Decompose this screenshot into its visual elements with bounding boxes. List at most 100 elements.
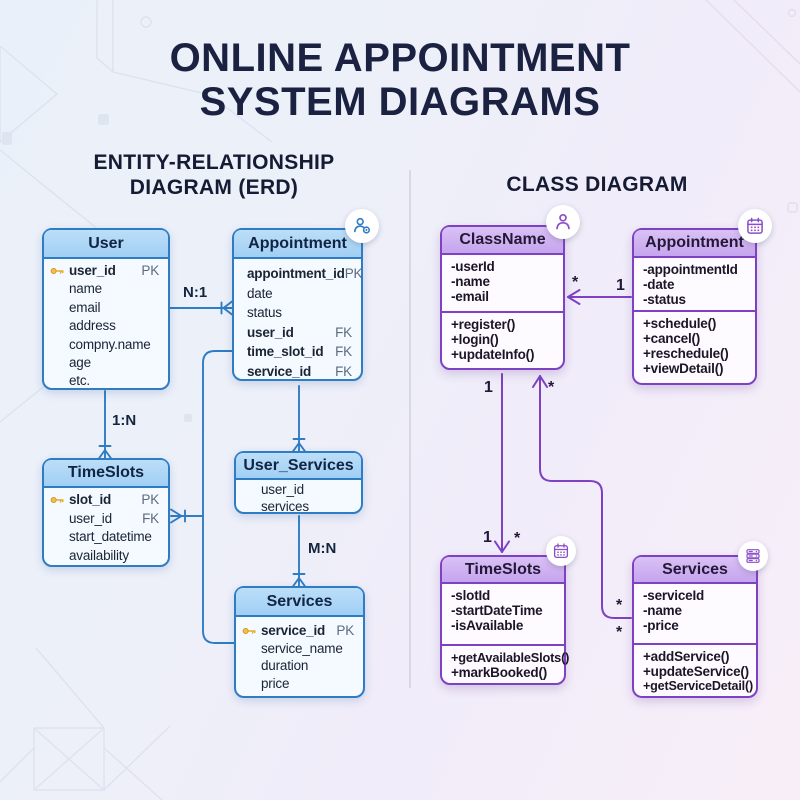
erd-entity-user-services: User_Services user_id services (234, 451, 363, 514)
erd-field: name (44, 280, 168, 298)
erd-field: date (234, 284, 361, 304)
erd-field: user_id (236, 482, 361, 499)
class-appointment-title: Appointment (634, 230, 755, 258)
class-attribute: -slotId (451, 588, 491, 603)
erd-field: start_datetime (44, 528, 168, 547)
erd-section-heading: ENTITY-RELATIONSHIP DIAGRAM (ERD) (28, 150, 400, 200)
class-method: +getAvailableSlots() (451, 650, 570, 665)
erd-appointment-badge (345, 209, 379, 243)
class-method: +login() (451, 331, 499, 347)
calendar-icon (553, 543, 569, 559)
erd-field: service_name (236, 640, 363, 658)
class-attribute: -name (643, 603, 682, 618)
field-name: appointment_id (247, 266, 345, 281)
erd-field: status (234, 303, 361, 323)
field-name: availability (69, 547, 129, 563)
field-name: start_datetime (69, 529, 152, 545)
class-classname: ClassName -userId -name -email +register… (440, 225, 565, 370)
erd-field: email (44, 299, 168, 317)
class-classname-attributes: -userId -name -email (442, 255, 563, 311)
erd-field: age (44, 354, 168, 372)
erd-field: slot_id PK (44, 491, 168, 510)
erd-field: availability (44, 547, 168, 566)
key-icon (50, 497, 64, 504)
key-icon (242, 627, 256, 634)
erd-entity-user: User user_id PK name email address compn… (42, 228, 170, 390)
erd-label-n1: N:1 (183, 284, 208, 301)
class-method: +register() (451, 316, 516, 332)
erd-field: price (236, 675, 363, 693)
erd-entity-appointment-title: Appointment (234, 230, 361, 259)
erd-label-mn: M:N (308, 540, 337, 557)
class-timeslots: TimeSlots -slotId -startDateTime -isAvai… (440, 555, 570, 685)
class-method: +reschedule() (643, 346, 729, 361)
mult-classname-services-star: * (548, 379, 555, 396)
class-timeslots-title: TimeSlots (442, 557, 564, 584)
field-name: email (69, 299, 101, 315)
erd-label-1n: 1:N (112, 412, 137, 429)
class-services-attributes: -serviceId -name -price (634, 584, 756, 643)
class-attribute: -appointmentId (643, 262, 738, 277)
class-attribute: -isAvailable (451, 618, 524, 633)
field-name: price (261, 675, 290, 691)
class-classname-title: ClassName (442, 227, 563, 255)
class-classname-methods: +register() +login() +updateInfo() (442, 310, 563, 369)
field-name: name (69, 281, 102, 297)
class-appointment-badge (738, 209, 772, 243)
field-name: services (261, 498, 309, 514)
erd-entity-user-title: User (44, 230, 168, 259)
field-name: service_name (261, 640, 343, 656)
class-attribute: -status (643, 292, 686, 307)
field-tag: PK (141, 263, 159, 278)
erd-entity-services: Services service_id PK service_name dura… (234, 586, 365, 698)
class-attribute: -price (643, 618, 679, 633)
field-name: time_slot_id (247, 344, 324, 360)
class-method: +markBooked() (451, 665, 548, 680)
page-title: ONLINE APPOINTMENT SYSTEM DIAGRAMS (0, 36, 800, 124)
class-method: +getServiceDetail() (643, 679, 753, 693)
field-name: user_id (261, 482, 304, 497)
erd-heading-line2: DIAGRAM (ERD) (129, 176, 299, 199)
erd-field: etc. (44, 372, 168, 390)
class-method: +updateInfo() (451, 346, 535, 362)
field-name: service_id (261, 623, 326, 638)
page-title-line2: SYSTEM DIAGRAMS (199, 80, 601, 124)
mult-classname-star: * (572, 274, 579, 291)
class-services-methods: +addService() +updateService() +getServi… (634, 643, 756, 696)
mult-services-star-bottom: * (616, 624, 623, 641)
class-attribute: -userId (451, 259, 495, 274)
class-timeslots-methods: +getAvailableSlots() +markBooked() (442, 644, 570, 683)
erd-field: user_id PK (44, 262, 168, 280)
class-services-title: Services (634, 557, 756, 584)
class-appointment: Appointment -appointmentId -date -status… (632, 228, 757, 385)
person-icon (556, 213, 570, 230)
class-method: +schedule() (643, 316, 717, 331)
field-name: user_id (69, 510, 112, 526)
field-name: compny.name (69, 336, 151, 352)
field-name: duration (261, 658, 309, 674)
mult-services-star-top: * (616, 597, 623, 614)
mult-timeslots-one: 1 (483, 529, 492, 546)
calendar-icon (747, 217, 763, 234)
database-icon (746, 549, 760, 563)
mult-appointment-one: 1 (616, 277, 625, 294)
class-attribute: -date (643, 277, 675, 292)
user-gear-icon (354, 217, 370, 234)
class-attribute: -email (451, 289, 489, 304)
section-divider (409, 170, 411, 688)
class-attribute: -name (451, 274, 490, 289)
field-name: service_id (247, 363, 312, 379)
mult-timeslots-star: * (514, 530, 521, 547)
field-name: status (247, 305, 282, 321)
class-method: +updateService() (643, 664, 749, 679)
field-name: user_id (69, 263, 116, 278)
erd-field: services (236, 499, 361, 516)
field-name: age (69, 355, 91, 371)
